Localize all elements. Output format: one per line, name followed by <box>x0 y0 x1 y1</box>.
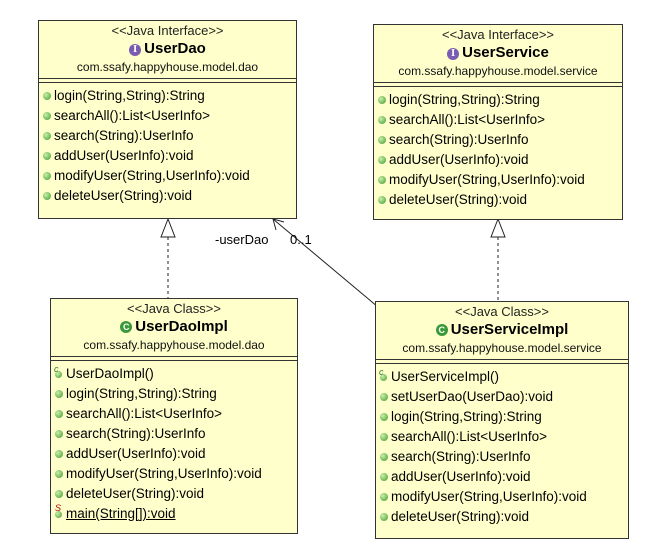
operation-item[interactable]: deleteUser(String):void <box>53 484 297 504</box>
operation-item[interactable]: modifyUser(String,UserInfo):void <box>53 464 297 484</box>
operation-item[interactable]: addUser(UserInfo):void <box>376 150 622 170</box>
realization-arrowhead-userservice <box>490 217 506 238</box>
operation-item[interactable]: login(String,String):String <box>378 407 628 427</box>
constructor-icon: c <box>54 364 59 374</box>
public-method-icon <box>43 152 51 160</box>
class-name: UserDaoImpl <box>135 318 228 335</box>
public-method-icon <box>380 374 387 381</box>
operation-item[interactable]: searchAll():List<UserInfo> <box>41 106 296 126</box>
attributes-compartment <box>51 356 297 360</box>
public-method-icon <box>43 132 51 140</box>
public-method-icon <box>378 156 386 164</box>
public-method-icon <box>380 413 388 421</box>
operation-item[interactable]: login(String,String):String <box>53 384 297 404</box>
public-method-icon <box>378 176 386 184</box>
operation-item[interactable]: search(String):UserInfo <box>376 130 622 150</box>
public-method-icon <box>43 112 51 120</box>
stereotype-label: <<Java Class>> <box>455 304 549 319</box>
association-multiplicity-label: 0..1 <box>290 232 312 247</box>
public-method-icon <box>380 433 388 441</box>
public-method-icon <box>43 172 51 180</box>
attributes-compartment <box>374 82 622 86</box>
public-method-icon <box>43 92 51 100</box>
class-name: UserService <box>462 44 549 61</box>
operation-item[interactable]: setUserDao(UserDao):void <box>378 387 628 407</box>
public-method-icon <box>55 371 62 378</box>
public-method-icon <box>55 390 63 398</box>
public-method-icon <box>55 410 63 418</box>
operation-item[interactable]: search(String):UserInfo <box>41 126 296 146</box>
class-name: UserDao <box>144 40 206 57</box>
public-method-icon <box>380 513 388 521</box>
package-label: com.ssafy.happyhouse.model.dao <box>83 338 265 352</box>
interface-icon: I <box>129 44 142 56</box>
operation-item[interactable]: addUser(UserInfo):void <box>378 467 628 487</box>
public-method-icon <box>43 192 51 200</box>
operation-item[interactable]: deleteUser(String):void <box>378 507 628 527</box>
public-method-icon <box>55 450 63 458</box>
operation-item[interactable]: searchAll():List<UserInfo> <box>378 427 628 447</box>
operation-item[interactable]: deleteUser(String):void <box>41 186 296 206</box>
class-icon: C <box>120 321 133 333</box>
public-method-icon <box>378 136 386 144</box>
divider <box>39 82 296 83</box>
attributes-compartment <box>39 78 296 82</box>
public-method-icon <box>380 473 388 481</box>
divider <box>374 86 622 87</box>
association-arrowhead <box>272 218 285 231</box>
package-label: com.ssafy.happyhouse.model.service <box>402 341 602 355</box>
package-label: com.ssafy.happyhouse.model.service <box>398 64 598 78</box>
public-method-icon <box>380 393 388 401</box>
interface-icon: I <box>447 48 460 60</box>
association-role-label: -userDao <box>215 232 269 247</box>
operation-item[interactable]: search(String):UserInfo <box>378 447 628 467</box>
operations-compartment: login(String,String):String searchAll():… <box>39 83 296 206</box>
operation-item[interactable]: modifyUser(String,UserInfo):void <box>41 166 296 186</box>
divider <box>376 363 628 364</box>
association-line <box>272 218 379 308</box>
operations-compartment: login(String,String):String searchAll():… <box>374 87 622 210</box>
operation-item[interactable]: searchAll():List<UserInfo> <box>53 404 297 424</box>
operation-item[interactable]: addUser(UserInfo):void <box>41 146 296 166</box>
operation-item[interactable]: addUser(UserInfo):void <box>53 444 297 464</box>
stereotype-label: <<Java Interface>> <box>441 27 555 42</box>
public-method-icon <box>378 116 386 124</box>
package-label: com.ssafy.happyhouse.model.dao <box>76 60 259 74</box>
class-icon: C <box>435 324 448 336</box>
stereotype-label: <<Java Class>> <box>127 301 221 316</box>
public-method-icon <box>55 470 63 478</box>
operation-item[interactable]: searchAll():List<UserInfo> <box>376 110 622 130</box>
realization-arrowhead-userdao <box>160 217 176 238</box>
divider <box>51 360 297 361</box>
operation-item[interactable]: deleteUser(String):void <box>376 190 622 210</box>
attributes-compartment <box>376 359 628 363</box>
static-icon: S <box>55 503 62 513</box>
operation-item[interactable]: login(String,String):String <box>376 90 622 110</box>
public-method-icon <box>55 430 63 438</box>
class-name: UserServiceImpl <box>450 321 569 338</box>
public-method-icon <box>378 96 386 104</box>
public-method-icon <box>378 196 386 204</box>
public-method-icon <box>380 493 388 501</box>
operation-item[interactable]: search(String):UserInfo <box>53 424 297 444</box>
operation-item[interactable]: modifyUser(String,UserInfo):void <box>376 170 622 190</box>
public-method-icon <box>55 490 63 498</box>
public-method-icon <box>380 453 388 461</box>
public-method-icon <box>55 511 62 518</box>
operation-item[interactable]: login(String,String):String <box>41 86 296 106</box>
constructor-icon: c <box>379 367 384 377</box>
operation-item[interactable]: modifyUser(String,UserInfo):void <box>378 487 628 507</box>
stereotype-label: <<Java Interface>> <box>111 23 224 38</box>
